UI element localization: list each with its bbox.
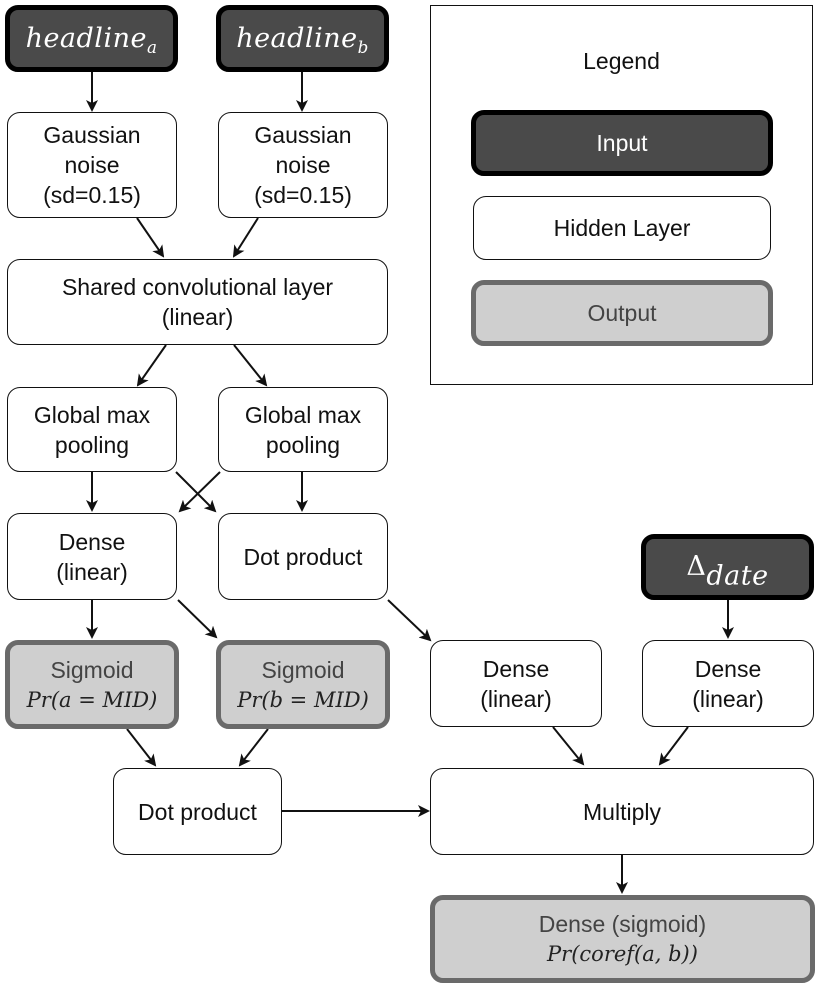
node-multiply: Multiply [430, 768, 814, 855]
sigmoid-a-line1: Sigmoid [50, 656, 134, 683]
legend-input-label: Input [596, 130, 648, 156]
final-line1: Dense (sigmoid) [538, 911, 707, 937]
node-dot-product-1: Dot product [218, 513, 388, 600]
pool-a-line1: Global max [33, 401, 151, 428]
legend-output-label: Output [587, 300, 657, 326]
delta-date-sub: date [706, 560, 769, 592]
pool-b-line2: pooling [265, 431, 341, 458]
pool-b-line1: Global max [244, 401, 362, 428]
sigmoid-b-line1: Sigmoid [261, 656, 345, 683]
node-dot-product-2: Dot product [113, 768, 282, 855]
node-dense-a: Dense (linear) [7, 513, 177, 600]
delta-date-base: Δ [686, 551, 707, 582]
legend-hidden-label: Hidden Layer [553, 215, 691, 241]
dot-product-2-label: Dot product [138, 798, 257, 825]
headline-a-sub: a [146, 36, 158, 57]
noise-b-line3: (sd=0.15) [254, 182, 352, 208]
dense-dot-line1: Dense [482, 655, 550, 682]
legend-hidden: Hidden Layer [473, 196, 771, 260]
sigmoid-b-formula: Pr(b = MID) [237, 687, 369, 712]
node-headline-b: headlineb [216, 5, 389, 72]
shared-conv-line2: (linear) [161, 304, 234, 330]
edge-sigmoid-a-dot2 [126, 728, 157, 767]
edge-noise-a-shared [136, 217, 165, 258]
noise-a-line3: (sd=0.15) [43, 182, 141, 208]
dense-a-line2: (linear) [56, 558, 128, 585]
node-noise-a: Gaussian noise (sd=0.15) [7, 112, 177, 218]
dense-date-line1: Dense [694, 655, 762, 682]
shared-conv-line1: Shared convolutional layer [61, 274, 334, 300]
node-sigmoid-a: Sigmoid Pr(a = MID) [5, 640, 179, 729]
node-headline-a: headlinea [5, 5, 178, 72]
pool-a-line2: pooling [54, 431, 130, 458]
node-pool-a: Global max pooling [7, 387, 177, 472]
node-sigmoid-b: Sigmoid Pr(b = MID) [216, 640, 390, 729]
edge-shared-pool-b [233, 344, 268, 387]
dot-product-1-label: Dot product [243, 543, 363, 570]
final-formula: Pr(coref(a, b)) [547, 942, 698, 966]
node-dense-date: Dense (linear) [642, 640, 814, 727]
edge-pool-b-dense-a [178, 471, 221, 513]
edge-dense-a-sigmoid-b [177, 599, 218, 639]
noise-b-line2: noise [275, 152, 331, 178]
edge-dense-date-multiply [658, 726, 689, 766]
legend-input: Input [471, 110, 773, 176]
edge-dot-dense-dot [387, 599, 432, 642]
node-pool-b: Global max pooling [218, 387, 388, 472]
noise-a-line1: Gaussian [43, 122, 141, 148]
node-delta-date: Δdate [641, 534, 814, 600]
node-noise-b: Gaussian noise (sd=0.15) [218, 112, 388, 218]
legend-box [430, 5, 813, 385]
node-shared-conv: Shared convolutional layer (linear) [7, 259, 388, 345]
headline-a-base: headline [25, 22, 147, 54]
headline-b-sub: b [357, 36, 369, 57]
edge-shared-pool-a [136, 344, 167, 387]
sigmoid-a-formula: Pr(a = MID) [26, 687, 158, 712]
noise-a-line2: noise [64, 152, 120, 178]
dense-dot-line2: (linear) [480, 685, 552, 712]
dense-a-line1: Dense [58, 528, 126, 555]
multiply-label: Multiply [583, 798, 661, 825]
node-final-output: Dense (sigmoid) Pr(coref(a, b)) [430, 895, 815, 983]
node-dense-dot: Dense (linear) [430, 640, 602, 727]
noise-b-line1: Gaussian [254, 122, 352, 148]
edge-noise-b-shared [232, 217, 259, 258]
legend-output: Output [471, 280, 773, 346]
edge-pool-a-dot [175, 471, 217, 513]
edge-dense-dot-multiply [552, 726, 585, 766]
dense-date-line2: (linear) [692, 685, 764, 712]
legend-title: Legend [583, 48, 660, 74]
edge-sigmoid-b-dot2 [238, 728, 269, 767]
headline-b-base: headline [236, 22, 358, 54]
